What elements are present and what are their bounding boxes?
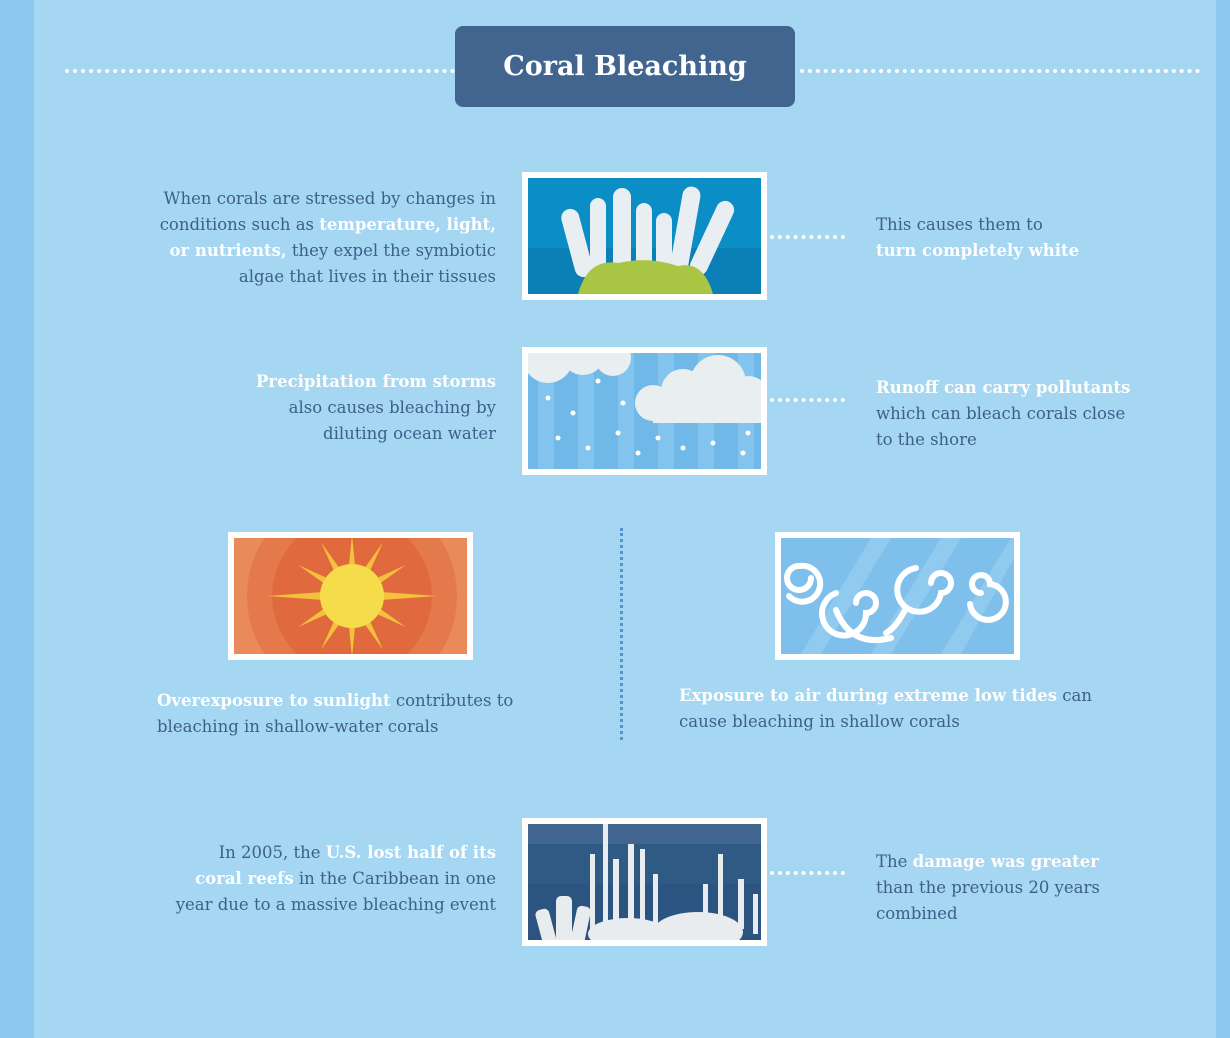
section2-left-text: Precipitation from storms also causes bl… (256, 369, 496, 447)
highlight-text: Precipitation from storms (255, 372, 496, 391)
text-line: to the shore (876, 427, 1130, 453)
text-line: Overexposure to sunlight contributes to (157, 688, 513, 714)
body-text: can (1057, 686, 1092, 705)
title-divider-left (65, 69, 455, 73)
text-line: than the previous 20 years (876, 875, 1100, 901)
text-line: The damage was greater (876, 849, 1100, 875)
line: conditions such as temperature, light, (160, 212, 496, 238)
line: or nutrients, they expel the symbiotic (160, 238, 496, 264)
text-line: which can bleach corals close (876, 401, 1130, 427)
connector (770, 871, 845, 875)
highlight-text: U.S. lost half of its (325, 843, 496, 862)
highlight-text: temperature, light, (319, 215, 496, 234)
highlight-text: damage was greater (912, 852, 1099, 871)
body-text: diluting ocean water (323, 424, 496, 443)
right-border (1216, 0, 1230, 1038)
bleached-coral-icon (522, 172, 767, 300)
section3-left-text: Overexposure to sunlight contributes to … (157, 688, 513, 740)
page-title: Coral Bleaching (455, 26, 795, 107)
highlight-text: coral reefs (195, 869, 294, 888)
highlight-text: Overexposure to sunlight (157, 691, 391, 710)
rain-clouds-icon (522, 347, 767, 475)
text-line: diluting ocean water (256, 421, 496, 447)
sun-icon (228, 532, 473, 660)
text-line: coral reefs in the Caribbean in one (176, 866, 496, 892)
body-text: they expel the symbiotic (286, 241, 496, 260)
section3-right-text: Exposure to air during extreme low tides… (679, 683, 1092, 735)
text-line: Precipitation from storms (256, 369, 496, 395)
body-text: also causes bleaching by (288, 398, 496, 417)
title-divider-right (800, 69, 1200, 73)
body-text: combined (876, 904, 958, 923)
section2-right-text: Runoff can carry pollutants which can bl… (876, 375, 1130, 453)
body-text: When corals are stressed by changes in (163, 189, 496, 208)
section1-right-text: This causes them to turn completely whit… (876, 212, 1079, 264)
section4-right-text: The damage was greater than the previous… (876, 849, 1100, 927)
section4-left-text: In 2005, the U.S. lost half of its coral… (176, 840, 496, 918)
body-text: This causes them to (876, 215, 1043, 234)
connector (770, 235, 845, 239)
text-line: cause bleaching in shallow corals (679, 709, 1092, 735)
body-text: cause bleaching in shallow corals (679, 712, 960, 731)
section1-left-text: When corals are stressed by changes in c… (160, 186, 496, 290)
line: algae that lives in their tissues (160, 264, 496, 290)
bleached-reef-icon (522, 818, 767, 946)
body-text: in the Caribbean in one (293, 869, 496, 888)
highlight-text: Runoff can carry pollutants (876, 378, 1131, 397)
text-line: turn completely white (876, 238, 1079, 264)
text-line: year due to a massive bleaching event (176, 892, 496, 918)
text-line: bleaching in shallow-water corals (157, 714, 513, 740)
body-text: to the shore (876, 430, 977, 449)
body-text: contributes to (390, 691, 514, 710)
text-line: Runoff can carry pollutants (876, 375, 1130, 401)
title-text: Coral Bleaching (503, 51, 747, 82)
wind-swirl-icon (775, 532, 1020, 660)
text-line: Exposure to air during extreme low tides… (679, 683, 1092, 709)
body-text: The (876, 852, 913, 871)
highlight-text: turn completely white (876, 241, 1080, 260)
body-text: In 2005, the (218, 843, 326, 862)
text-line: In 2005, the U.S. lost half of its (176, 840, 496, 866)
text-line: also causes bleaching by (256, 395, 496, 421)
text-line: combined (876, 901, 1100, 927)
body-text: algae that lives in their tissues (238, 267, 496, 286)
body-text: than the previous 20 years (876, 878, 1100, 897)
body-text: bleaching in shallow-water corals (157, 717, 439, 736)
body-text: which can bleach corals close (876, 404, 1126, 423)
line: When corals are stressed by changes in (160, 186, 496, 212)
body-text: conditions such as (159, 215, 320, 234)
body-text: year due to a massive bleaching event (175, 895, 496, 914)
highlight-text: Exposure to air during extreme low tides (679, 686, 1058, 705)
left-border (0, 0, 34, 1038)
section3-divider (620, 528, 623, 740)
text-line: This causes them to (876, 212, 1079, 238)
connector (770, 398, 845, 402)
highlight-text: or nutrients, (169, 241, 287, 260)
